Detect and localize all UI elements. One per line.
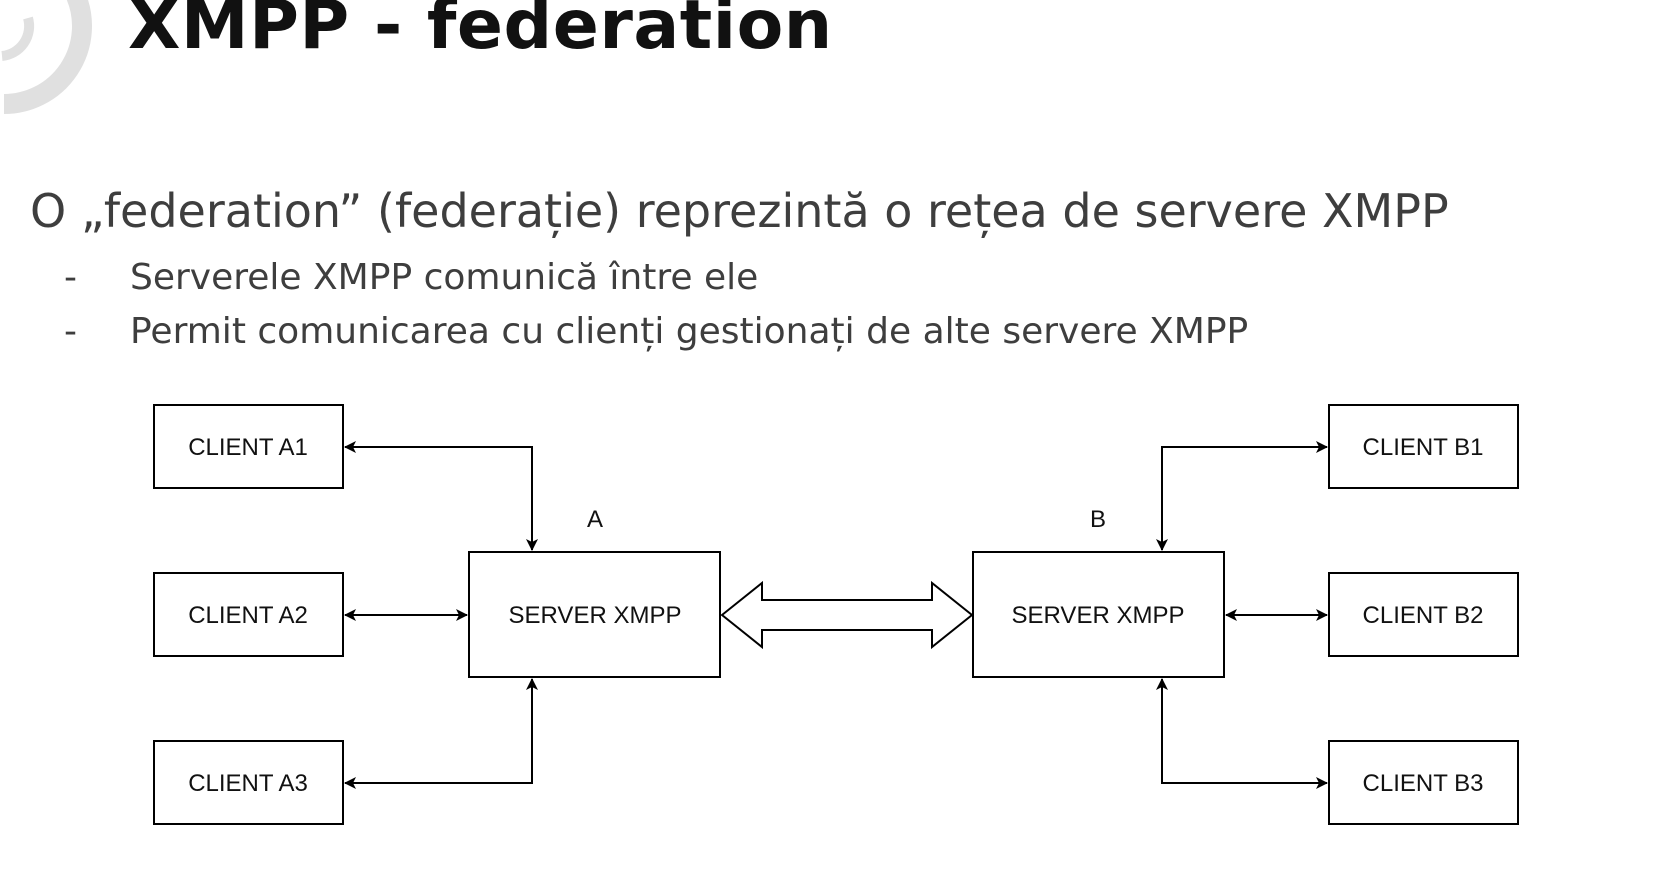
bullet-item: - Serverele XMPP comunică între ele — [64, 250, 1248, 304]
client-b2-label: CLIENT B2 — [1363, 602, 1484, 629]
server-a-label: SERVER XMPP — [509, 602, 682, 629]
server-b-caption: B — [1090, 506, 1106, 533]
bullet-marker: - — [64, 256, 77, 298]
client-b1-node: CLIENT B1 — [1328, 404, 1519, 489]
link-b1-server-b — [1156, 441, 1328, 551]
server-b-node: B SERVER XMPP — [972, 506, 1225, 678]
lead-text: O „federation” (federație) reprezintă o … — [30, 184, 1449, 238]
client-a1-node: CLIENT A1 — [153, 404, 344, 489]
link-a1-server-a — [344, 441, 538, 551]
wifi-signal-icon — [1, 0, 92, 114]
client-a3-node: CLIENT A3 — [153, 740, 344, 825]
federation-double-arrow-icon — [720, 580, 974, 650]
bullet-text: Permit comunicarea cu clienți gestionați… — [130, 310, 1249, 352]
bullet-item: - Permit comunicarea cu clienți gestiona… — [64, 304, 1248, 358]
bullet-marker: - — [64, 310, 77, 352]
link-b3-server-b — [1156, 678, 1328, 789]
client-b1-label: CLIENT B1 — [1363, 434, 1484, 461]
bullet-text: Serverele XMPP comunică între ele — [130, 256, 759, 298]
client-a2-label: CLIENT A2 — [188, 602, 308, 629]
link-a3-server-a — [344, 678, 538, 789]
server-a-caption: A — [587, 506, 603, 533]
federation-diagram: CLIENT A1 CLIENT A2 CLIENT A3 A SERVER X… — [153, 404, 1519, 825]
slide-title: XMPP - federation — [128, 0, 833, 65]
server-a-node: A SERVER XMPP — [468, 506, 721, 678]
client-a2-node: CLIENT A2 — [153, 572, 344, 657]
client-b3-node: CLIENT B3 — [1328, 740, 1519, 825]
bullet-list: - Serverele XMPP comunică între ele - Pe… — [64, 250, 1248, 358]
client-a1-label: CLIENT A1 — [188, 434, 308, 461]
client-a3-label: CLIENT A3 — [188, 770, 308, 797]
client-b3-label: CLIENT B3 — [1363, 770, 1484, 797]
client-b2-node: CLIENT B2 — [1328, 572, 1519, 657]
server-b-label: SERVER XMPP — [1012, 602, 1185, 629]
